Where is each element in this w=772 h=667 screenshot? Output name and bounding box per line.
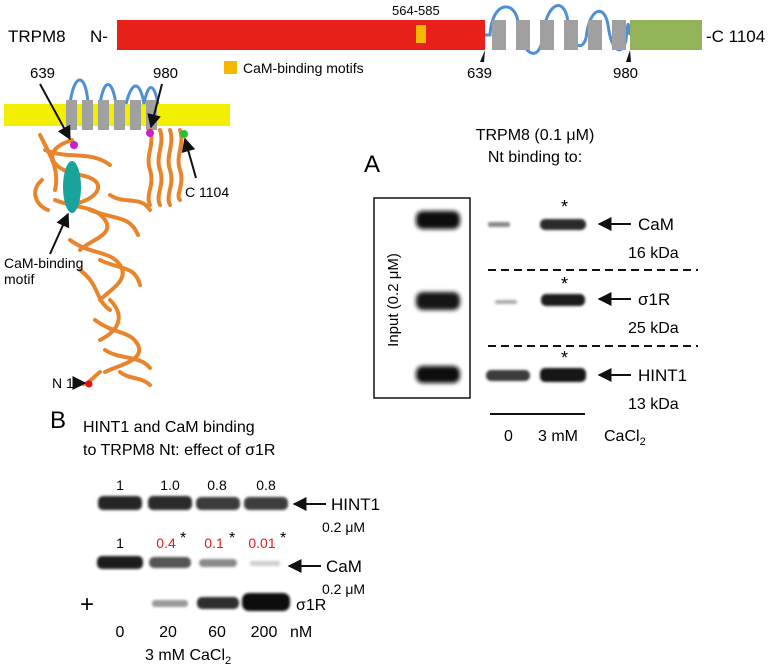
hint1-value-2: 0.8 (207, 477, 227, 493)
panel-b-title-1: HINT1 and CaM binding (83, 419, 255, 436)
conc-200: 200 (251, 624, 278, 641)
marker-639 (70, 141, 78, 149)
arrow-c-terminus (181, 137, 197, 179)
structure-label-motif-1: CaM-binding (4, 255, 83, 271)
structure-label-639: 639 (30, 65, 55, 82)
arrow-980 (147, 83, 163, 129)
panel-a-title-2: Nt binding to: (488, 149, 582, 166)
marker-c-terminus (180, 130, 188, 138)
cam-value-1: 0.4 (156, 535, 176, 551)
n-terminal-domain-bar (117, 20, 485, 50)
row-mark-cam: * (561, 197, 568, 217)
c-terminus-label: -C 1104 (706, 27, 765, 46)
transmembrane-segments (492, 20, 626, 50)
conc-20: 20 (159, 624, 177, 641)
motif-range-label: 564-585 (392, 3, 440, 18)
panel-a: A TRPM8 (0.1 μM) Nt binding to: Input (0… (364, 127, 698, 448)
b-hint1-conc: 0.2 μM (322, 519, 365, 535)
cam-value-3: 0.01 (248, 535, 275, 551)
boundary-tick-639 (480, 50, 485, 62)
c-terminal-domain-bar (630, 20, 702, 50)
s1r-bands (152, 593, 290, 611)
legend-swatch (224, 61, 237, 74)
boundary-label-980: 980 (613, 65, 638, 82)
input-label: Input (0.2 μM) (385, 253, 402, 347)
row-protein-hint1: HINT1 (638, 366, 687, 385)
panel-b-letter: B (50, 407, 66, 434)
cam-mark-1: * (180, 530, 186, 547)
structure-loops (68, 78, 160, 105)
row-size-s1r: 25 kDa (628, 320, 679, 337)
b-s1r-label: σ1R (296, 597, 326, 614)
b-hint1-label: HINT1 (331, 495, 380, 514)
conc-60: 60 (208, 624, 226, 641)
row-protein-s1r: σ1R (638, 290, 670, 309)
boundary-label-639: 639 (467, 65, 492, 82)
row-size-cam: 16 kDa (628, 245, 679, 262)
row-protein-cam: CaM (638, 215, 674, 234)
input-bands (416, 211, 460, 383)
cam-motif-box-map (416, 25, 426, 43)
b-footer: 3 mM CaCl2 (145, 647, 231, 667)
domain-map: TRPM8 N- 564-585 -C 1104 639 980 CaM-bin… (8, 3, 765, 82)
plus-sign: + (80, 591, 94, 618)
hint1-value-3: 0.8 (256, 477, 276, 493)
b-cam-conc: 0.2 μM (322, 581, 365, 597)
row-size-hint1: 13 kDa (628, 396, 679, 413)
structure-label-980: 980 (153, 65, 178, 82)
cam-motif-spheres (63, 161, 81, 213)
conc-0: 0 (116, 624, 125, 641)
transmembrane-loops (485, 4, 632, 55)
reagent-label: CaCl2 (604, 428, 646, 448)
b-cam-label: CaM (326, 557, 362, 576)
conc-unit: nM (290, 624, 312, 641)
sample-bands (486, 219, 586, 382)
marker-980 (146, 129, 154, 137)
marker-n-terminus (85, 380, 93, 388)
cam-value-2: 0.1 (204, 535, 224, 551)
arrow-639 (39, 83, 71, 141)
lane-label-3mm: 3 mM (538, 428, 578, 445)
structure-label-motif-2: motif (4, 271, 34, 287)
hint1-bands (98, 496, 288, 510)
cam-mark-3: * (280, 530, 286, 547)
row-mark-s1r: * (561, 274, 568, 294)
panel-b-title-2: to TRPM8 Nt: effect of σ1R (83, 442, 275, 459)
arrow-cam-motif (49, 212, 70, 255)
input-box (373, 197, 471, 399)
helix-ribbons (33, 133, 152, 387)
panel-a-title-1: TRPM8 (0.1 μM) (476, 127, 595, 144)
cam-mark-2: * (229, 530, 235, 547)
legend-text: CaM-binding motifs (243, 60, 364, 76)
hint1-value-1: 1.0 (160, 477, 180, 493)
helix-bundle-right (146, 128, 184, 207)
structure-label-n: N 1 (52, 375, 74, 391)
panel-a-letter: A (364, 151, 380, 178)
hint1-value-0: 1 (116, 477, 124, 493)
panel-b: B HINT1 and CaM binding to TRPM8 Nt: eff… (50, 407, 380, 667)
structure-label-c: C 1104 (185, 184, 229, 200)
n-terminus-label: N- (90, 27, 108, 46)
lane-label-0: 0 (504, 428, 513, 445)
row-mark-hint1: * (561, 348, 568, 368)
protein-name: TRPM8 (8, 27, 66, 46)
cam-value-0: 1 (116, 535, 124, 551)
boundary-tick-980 (626, 50, 631, 62)
cam-bands (97, 556, 280, 569)
structure-cartoon: 639 980 (4, 65, 230, 391)
